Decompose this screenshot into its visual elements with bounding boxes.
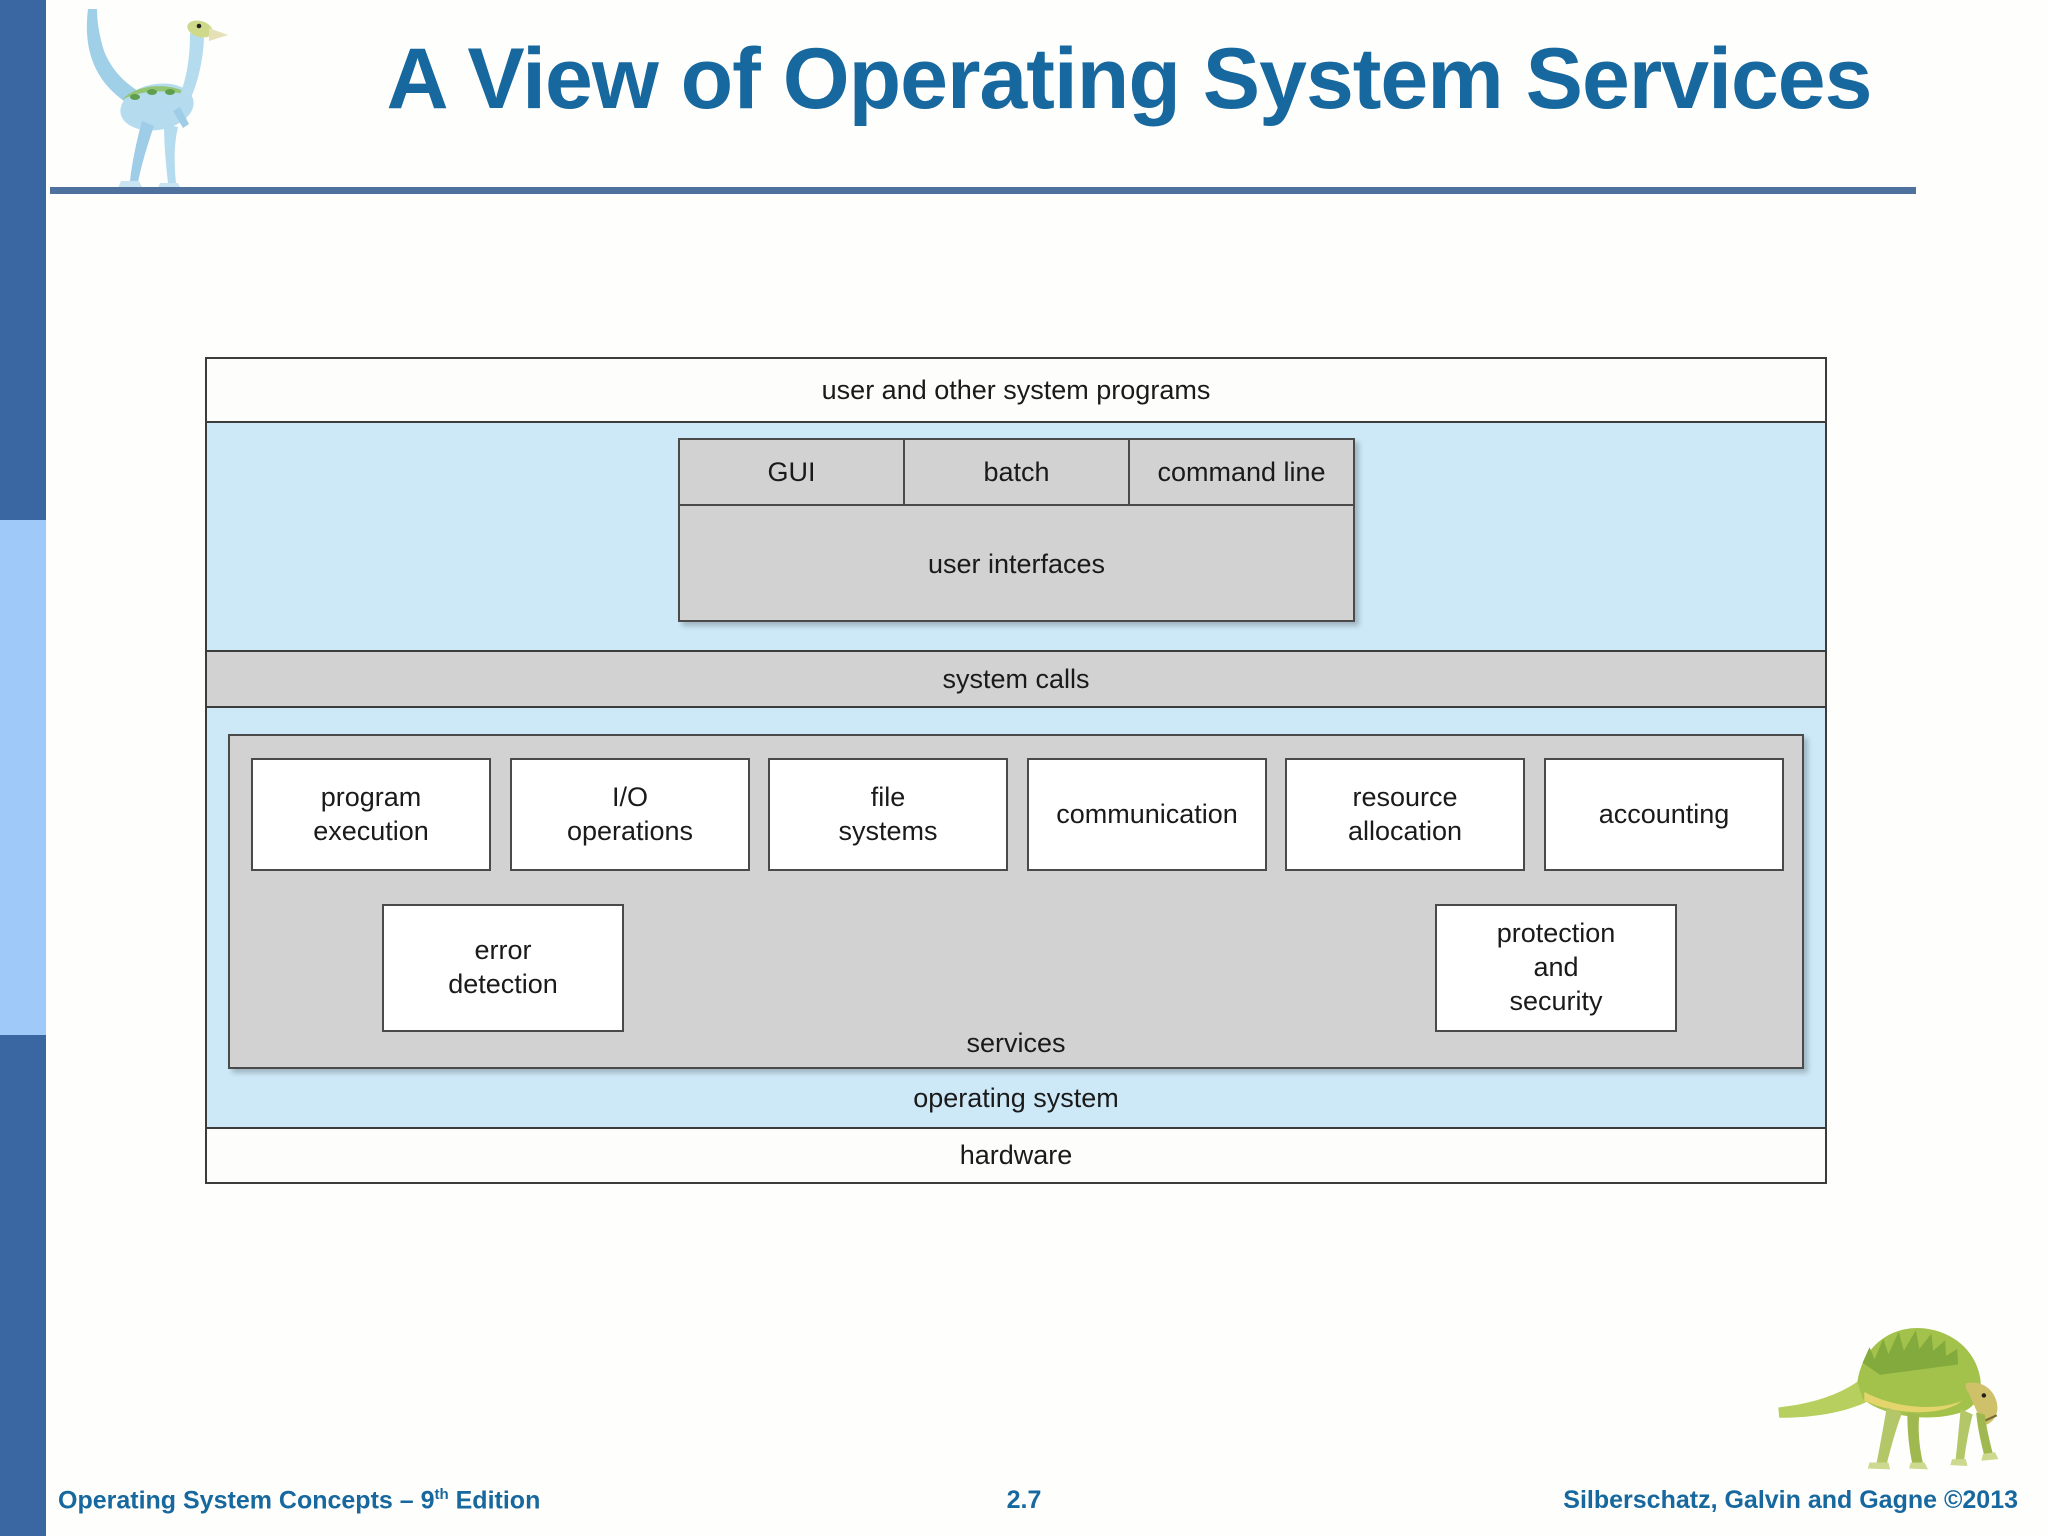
ui-cell-gui: GUI (680, 440, 905, 504)
band-system-calls: system calls (207, 650, 1825, 708)
page-title: A View of Operating System Services (386, 31, 1873, 127)
service-error-detection: error detection (382, 904, 624, 1032)
service-io-operations: I/O operations (510, 758, 750, 871)
footer-book-title-text: Operating System Concepts – 9 (58, 1486, 435, 1515)
ui-cell-command-line: command line (1157, 456, 1326, 487)
footer-edition-text: Edition (448, 1486, 541, 1515)
footer-page-number: 2.7 (1006, 1486, 1042, 1514)
user-interfaces-box: GUI batch command line user interfaces (678, 438, 1355, 622)
operating-system-label: operating system (913, 1082, 1119, 1113)
footer: Operating System Concepts – 9th Edition … (0, 1486, 2048, 1522)
user-interfaces-label: user interfaces (927, 548, 1106, 579)
service-accounting: accounting (1544, 758, 1784, 871)
dinosaur-logo-icon (86, 9, 228, 191)
footer-authors: Silberschatz, Galvin and Gagne ©2013 (1563, 1486, 2018, 1514)
service-file-systems: file systems (768, 758, 1008, 871)
ui-cells-row: GUI batch command line (680, 440, 1353, 506)
ui-cell-batch: batch (905, 440, 1130, 504)
title-underline (50, 187, 1916, 194)
footer-book-title: Operating System Concepts – 9th Edition (58, 1486, 540, 1515)
sidebar-bar-top (0, 0, 46, 520)
services-label: services (966, 1028, 1066, 1058)
services-box: program execution I/O operations file sy… (228, 734, 1804, 1069)
service-communication: communication (1027, 758, 1267, 871)
sidebar-bar-middle (0, 520, 46, 1035)
footer-edition-superscript: th (434, 1486, 449, 1503)
os-services-diagram: user and other system programs system ca… (205, 357, 1827, 1184)
service-protection-security: protection and security (1435, 904, 1677, 1032)
service-program-execution: program execution (251, 758, 491, 871)
band-user-programs: user and other system programs (207, 359, 1825, 421)
sidebar-bar-bottom (0, 1035, 46, 1536)
service-resource-allocation: resource allocation (1285, 758, 1525, 871)
band-hardware: hardware (207, 1127, 1825, 1182)
dinosaur-logo-icon (1778, 1327, 1999, 1470)
